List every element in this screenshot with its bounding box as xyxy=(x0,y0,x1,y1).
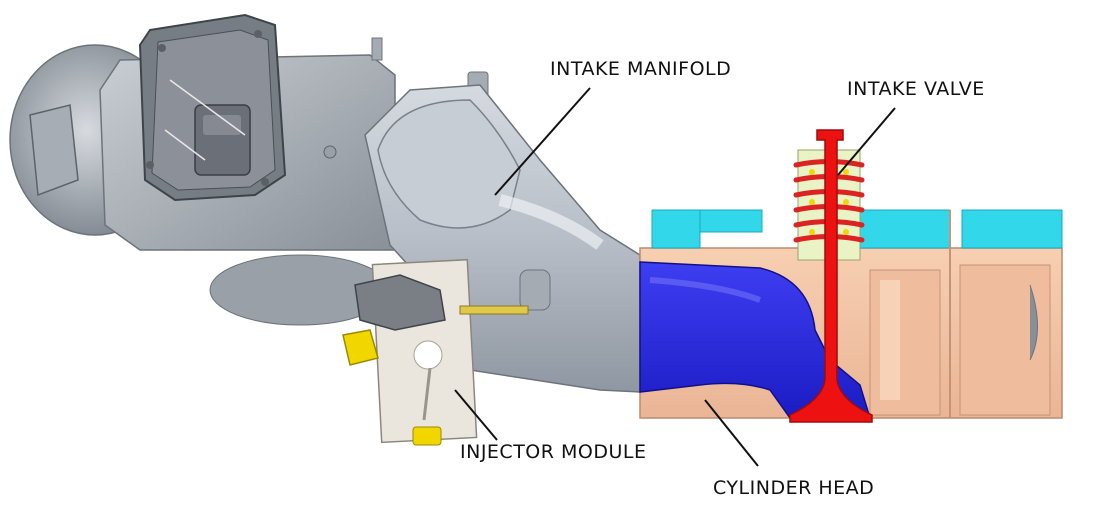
injector-nozzle-icon xyxy=(342,329,442,446)
intake-valve xyxy=(789,129,873,423)
leader-intake-manifold xyxy=(494,87,591,196)
injector-module xyxy=(342,258,529,446)
water-jacket xyxy=(651,209,1063,249)
label-intake-valve: INTAKE VALVE xyxy=(847,78,985,100)
label-injector-module: INJECTOR MODULE xyxy=(460,441,647,463)
leader-cylinder-head xyxy=(704,399,759,467)
label-intake-manifold: INTAKE MANIFOLD xyxy=(550,58,732,80)
throttle-body xyxy=(9,13,489,326)
leader-injector-module xyxy=(454,389,498,441)
intake-port xyxy=(639,261,872,419)
leader-intake-valve xyxy=(837,107,896,176)
throttle-actuator-icon xyxy=(164,79,251,176)
label-cylinder-head: CYLINDER HEAD xyxy=(713,477,875,499)
intake-manifold xyxy=(364,84,641,393)
